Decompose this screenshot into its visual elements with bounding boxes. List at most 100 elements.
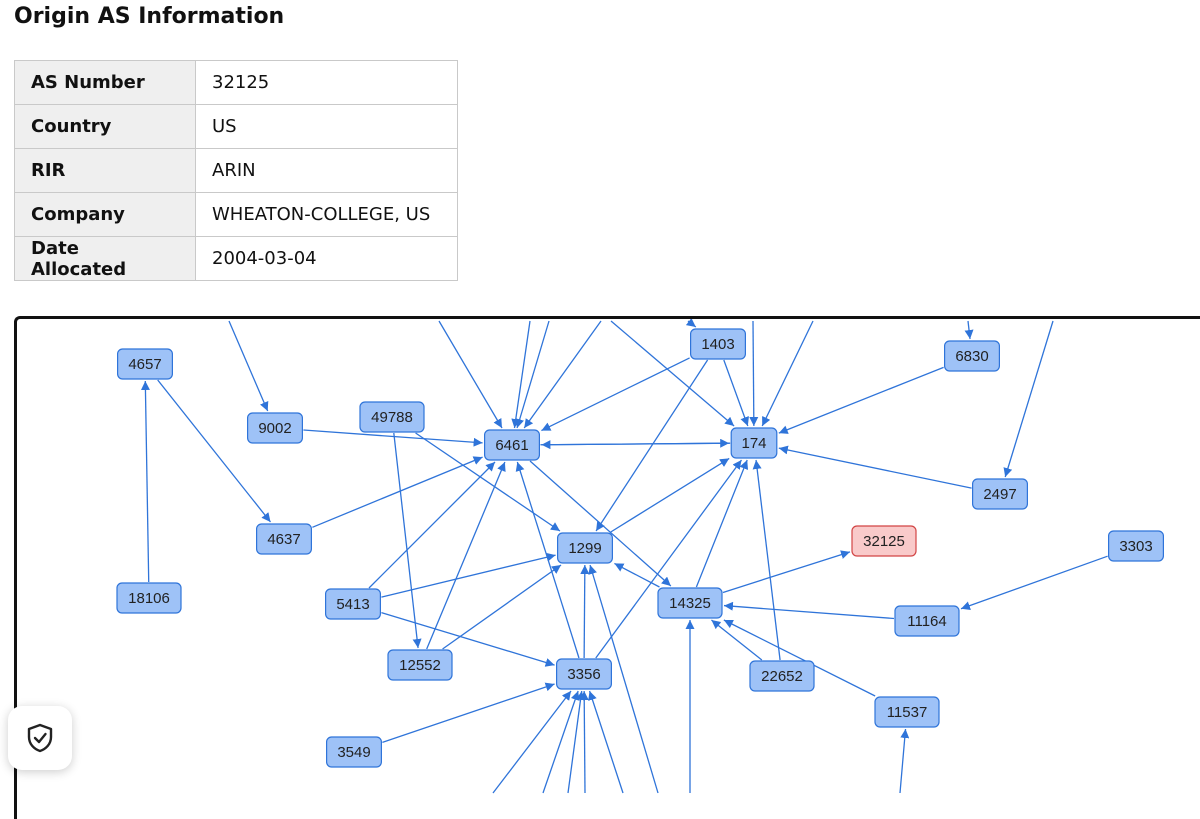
- node-box: [359, 401, 425, 433]
- edge-offscreen-3356: [542, 690, 580, 794]
- table-row: AS Number 32125: [14, 60, 458, 105]
- as-node[interactable]: 6830: [943, 340, 1000, 372]
- edge-1403-1299: [595, 359, 709, 532]
- node-box: [387, 649, 453, 681]
- as-node[interactable]: 4657: [116, 348, 173, 380]
- origin-node[interactable]: 32125: [851, 525, 917, 557]
- node-box: [256, 523, 313, 555]
- node-box: [943, 340, 1000, 372]
- edge-9002-6461: [303, 429, 483, 447]
- node-label: 6830: [955, 348, 988, 365]
- edge-offscreen-11537: [899, 728, 910, 794]
- as-node[interactable]: 9002: [247, 412, 304, 444]
- edge-11164-14325: [723, 601, 895, 620]
- edge-5413-1299: [381, 552, 556, 598]
- edge-offscreen-6461: [511, 320, 531, 429]
- as-node[interactable]: 5413: [325, 588, 382, 620]
- edge-3549-3356: [382, 682, 555, 743]
- node-label: 3303: [1119, 538, 1152, 555]
- security-button[interactable]: [8, 706, 72, 770]
- node-label: 1299: [568, 540, 601, 557]
- edge-1403-6461: [541, 357, 690, 432]
- as-info-table: AS Number 32125 Country US RIR ARIN Comp…: [14, 60, 458, 281]
- as-node[interactable]: 49788: [359, 401, 425, 433]
- as-node[interactable]: 22652: [749, 660, 815, 692]
- as-node[interactable]: 11164: [894, 605, 960, 637]
- node-box: [971, 478, 1028, 510]
- edge-12552-1299: [442, 564, 562, 650]
- node-label: 5413: [336, 596, 369, 613]
- row-value: ARIN: [195, 148, 458, 193]
- edge-offscreen-3356: [588, 690, 624, 794]
- as-node[interactable]: 3549: [326, 736, 383, 768]
- edge-11537-14325: [723, 619, 876, 697]
- node-label: 32125: [863, 533, 905, 550]
- node-box: [484, 429, 541, 461]
- node-box: [657, 587, 723, 619]
- as-node[interactable]: 18106: [116, 582, 182, 614]
- table-row: RIR ARIN: [14, 148, 458, 193]
- edge-offscreen-3356: [567, 690, 585, 794]
- node-box: [555, 658, 612, 690]
- edge-14325-1299: [614, 562, 660, 588]
- row-value: US: [195, 104, 458, 149]
- edge-offscreen-3356: [579, 690, 589, 794]
- node-label: 4657: [128, 356, 161, 373]
- node-box: [116, 582, 182, 614]
- node-label: 49788: [371, 409, 413, 426]
- node-box: [326, 736, 383, 768]
- node-label: 11537: [887, 704, 928, 721]
- node-box: [247, 412, 304, 444]
- graph-canvas[interactable]: 4657 9002 49788 6461 1403 174 6830 4637 1299 3212…: [17, 319, 1200, 819]
- edge-14325-32125: [722, 550, 851, 594]
- edge-22652-174: [752, 459, 781, 661]
- node-box: [730, 427, 778, 459]
- edge-49788-12552: [393, 432, 422, 649]
- as-node[interactable]: 12552: [387, 649, 453, 681]
- edge-offscreen-3356: [492, 690, 572, 794]
- edge-3303-11164: [960, 555, 1108, 610]
- as-node[interactable]: 2497: [971, 478, 1028, 510]
- edge-4657-4637: [157, 379, 272, 523]
- as-node[interactable]: 1403: [689, 328, 746, 360]
- row-key: Country: [14, 104, 196, 149]
- edge-offscreen-6830: [964, 320, 974, 340]
- as-path-graph[interactable]: 4657 9002 49788 6461 1403 174 6830 4637 1299 3212…: [14, 316, 1200, 819]
- node-label: 2497: [983, 486, 1016, 503]
- as-node[interactable]: 4637: [256, 523, 313, 555]
- edge-22652-14325: [711, 619, 763, 661]
- node-label: 11164: [907, 613, 947, 630]
- node-box: [116, 348, 173, 380]
- as-node[interactable]: 1299: [556, 532, 613, 564]
- node-box: [851, 525, 917, 557]
- row-key: Company: [14, 192, 196, 237]
- as-node[interactable]: 11537: [874, 696, 940, 728]
- edge-14325-174: [695, 459, 749, 588]
- as-node[interactable]: 6461: [484, 429, 541, 461]
- edge-5413-3356: [381, 611, 555, 667]
- edge-offscreen-6461: [438, 320, 503, 429]
- node-label: 9002: [258, 420, 291, 437]
- edge-offscreen-174: [610, 320, 735, 427]
- as-node[interactable]: 3356: [555, 658, 612, 690]
- edge-offscreen-174: [761, 320, 814, 427]
- edge-12552-6461: [426, 461, 506, 650]
- row-value: WHEATON-COLLEGE, US: [195, 192, 458, 237]
- node-label: 6461: [495, 437, 528, 454]
- as-node[interactable]: 174: [730, 427, 778, 459]
- table-row: Company WHEATON-COLLEGE, US: [14, 192, 458, 237]
- as-node[interactable]: 3303: [1107, 530, 1164, 562]
- edge-3356-174: [595, 459, 743, 659]
- shield-check-icon: [27, 723, 53, 753]
- edge-174-6461: [541, 440, 731, 450]
- node-box: [874, 696, 940, 728]
- edge-offscreen-1403: [685, 319, 697, 328]
- row-key: Date Allocated: [14, 236, 196, 281]
- node-box: [689, 328, 746, 360]
- edge-4637-6461: [312, 456, 483, 528]
- edge-offscreen-174: [749, 320, 759, 427]
- table-row: Country US: [14, 104, 458, 149]
- node-label: 1403: [701, 336, 734, 353]
- edge-offscreen-6461: [515, 320, 550, 429]
- as-node[interactable]: 14325: [657, 587, 723, 619]
